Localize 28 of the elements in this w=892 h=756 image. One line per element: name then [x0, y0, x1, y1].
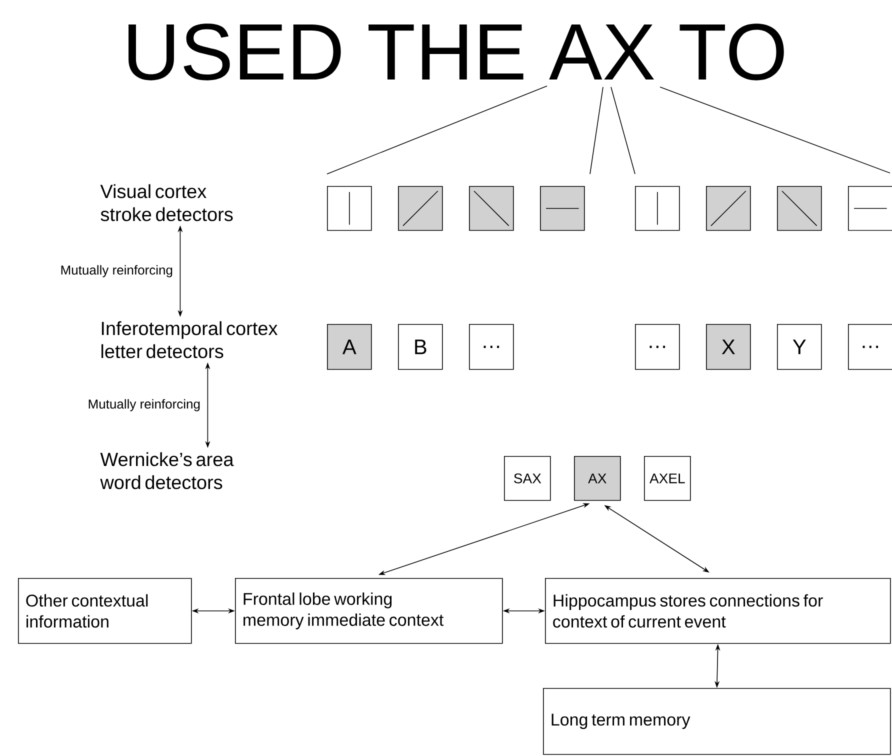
stroke-detector-box: [635, 186, 680, 231]
stroke-detector-box: [327, 186, 372, 231]
detector-box: …: [635, 324, 680, 370]
detector-box: A: [327, 324, 372, 370]
detector-box: AXEL: [644, 456, 691, 501]
stroke-detector-box: [540, 186, 585, 231]
detector-box: …: [469, 324, 514, 370]
detector-box: …: [848, 324, 892, 370]
process-box: Long term memory: [543, 688, 891, 755]
stroke-detector-box: [398, 186, 443, 231]
detector-box: SAX: [504, 456, 551, 501]
stroke-detector-box: [848, 186, 892, 231]
detector-box: X: [706, 324, 751, 370]
detector-box: AX: [574, 456, 621, 501]
process-box: Frontal lobe working memory immediate context: [235, 578, 503, 644]
area-label: Visual cortex stroke detectors: [100, 184, 233, 222]
area-label: Wernicke’s area word detectors: [100, 452, 234, 490]
detector-box: B: [398, 324, 443, 370]
stroke-detector-box: [469, 186, 514, 231]
process-box: Hippocampus stores connections for context of current event: [545, 578, 891, 644]
process-box: Other contextual information: [18, 578, 192, 644]
edge-label: Mutually reinforcing: [86, 398, 202, 412]
area-label: Inferotemporal cortex letter detectors: [102, 321, 278, 358]
detector-box: Y: [777, 324, 822, 370]
stroke-detector-box: [706, 186, 751, 231]
title: USED THE AX TO: [128, 24, 784, 80]
edge-label: Mutually reinforcing: [59, 264, 174, 278]
stroke-detector-box: [777, 186, 822, 231]
